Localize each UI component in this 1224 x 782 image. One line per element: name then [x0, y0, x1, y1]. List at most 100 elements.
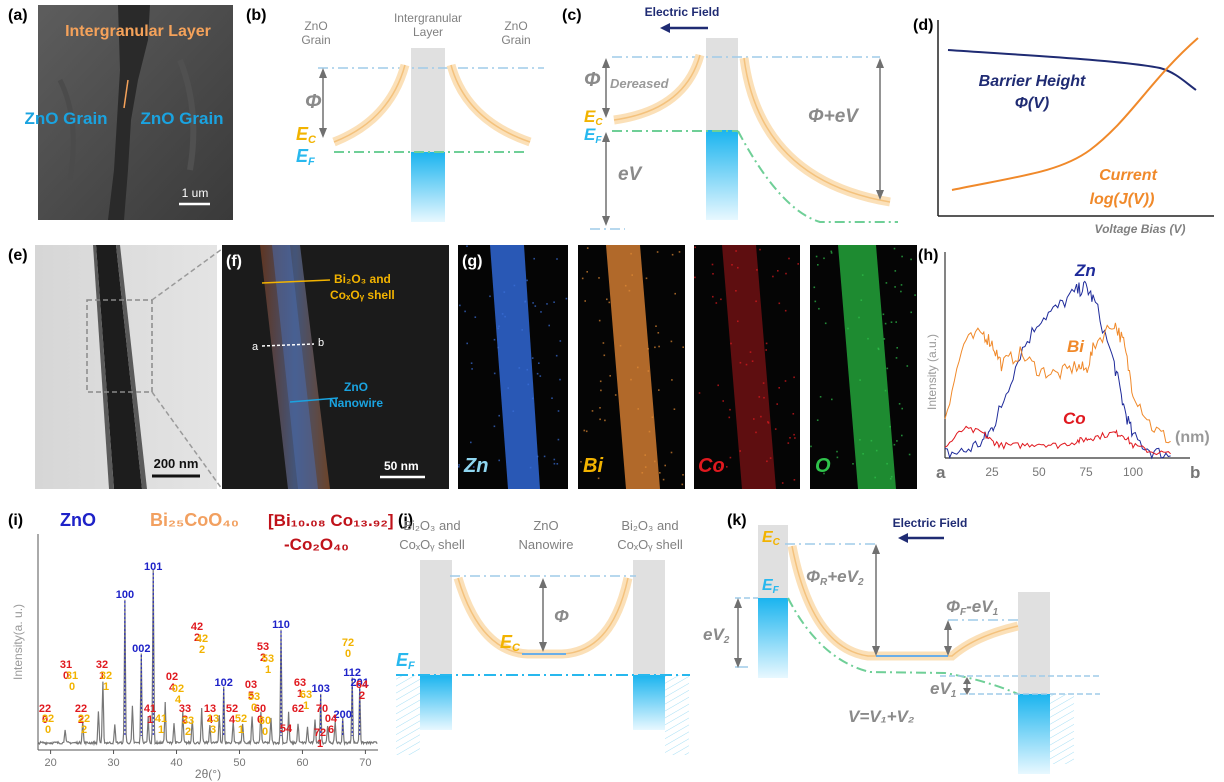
eds-noise-dot — [671, 379, 673, 381]
eds-noise-dot — [729, 456, 732, 459]
eds-noise-dot — [730, 342, 732, 345]
eds-noise-dot — [498, 459, 500, 462]
arrow-head-down — [944, 646, 952, 656]
eds-noise-dot — [553, 458, 556, 461]
eds-noise-dot — [599, 418, 601, 421]
ec-label: EC — [584, 107, 603, 128]
panel-a-label: (a) — [8, 7, 28, 24]
eds-noise-dot — [715, 302, 718, 304]
eds-noise-dot — [678, 251, 681, 253]
eds-noise-dot — [836, 450, 838, 453]
eds-noise-dot — [604, 419, 606, 422]
eds-noise-dot — [543, 455, 546, 458]
panel-e: (e) 200 nm — [8, 245, 223, 490]
eds-noise-dot — [817, 264, 819, 266]
filled-states — [706, 130, 738, 220]
eds-noise — [458, 245, 916, 486]
eds-noise-dot — [759, 248, 761, 251]
eds-noise-dot — [877, 347, 880, 350]
h-x-tick: 100 — [1123, 465, 1143, 479]
panel-c: (c) Electric Field Φ Dereased EC EF eV Φ… — [562, 5, 898, 230]
eds-noise-dot — [673, 408, 676, 410]
eds-noise-dot — [886, 367, 889, 370]
eds-noise-dot — [555, 354, 558, 357]
eds-noise-dot — [774, 428, 777, 430]
eds-noise-dot — [793, 479, 796, 481]
zno-peak-label: 100 — [116, 589, 134, 601]
zno-peak-label: 201 — [351, 677, 369, 689]
eds-noise-dot — [867, 337, 869, 340]
eds-noise-dot — [793, 376, 795, 379]
eds-noise-dot — [548, 324, 550, 327]
panel-a: (a) Intergranular Layer ZnO Grain ZnO Gr… — [8, 5, 233, 220]
zoom-line-top — [151, 248, 223, 301]
phif-label: ΦF-eV1 — [946, 597, 999, 618]
eds-noise-dot — [749, 351, 752, 353]
eds-noise-dot — [536, 372, 539, 375]
eds-noise-dot — [614, 394, 617, 396]
current-symbol: log(J(V)) — [1090, 191, 1155, 208]
eds-noise-dot — [662, 478, 665, 481]
eds-noise-dot — [670, 451, 673, 454]
h-series-co — [944, 425, 1171, 456]
band-right — [446, 63, 532, 147]
eds-noise-dot — [583, 429, 586, 432]
eds-noise-dot — [472, 466, 475, 468]
h-x-tick: 25 — [985, 465, 999, 479]
eds-noise-dot — [900, 284, 903, 286]
eds-noise-dot — [717, 384, 719, 387]
eds-noise-dot — [645, 277, 648, 280]
eds-noise-dot — [644, 454, 646, 456]
eds-noise-dot — [459, 304, 461, 307]
eds-noise-dot — [591, 410, 594, 412]
scale-bar-label: 50 nm — [384, 459, 419, 473]
eds-noise-dot — [793, 433, 795, 436]
eds-noise-dot — [471, 368, 473, 370]
eds-noise-dot — [619, 344, 622, 347]
eds-noise-dot — [526, 279, 528, 282]
arrow-head-up — [602, 132, 610, 142]
eds-noise-dot — [556, 258, 558, 260]
eds-noise-dot — [729, 408, 731, 411]
ef-label: EF — [296, 146, 315, 168]
eds-noise-dot — [735, 290, 737, 292]
zno-peak-label: 103 — [312, 683, 330, 695]
nanowire-label-2: Nanowire — [519, 537, 574, 552]
conduction-band-core — [791, 545, 1019, 657]
eds-noise-dot — [599, 407, 601, 409]
eds-noise-dot — [644, 466, 647, 468]
eds-noise-dot — [893, 443, 896, 446]
phi-symbol: Φ — [305, 91, 322, 113]
o-map-label: O — [815, 455, 831, 477]
voltage-bias-label: Voltage Bias (V) — [1095, 222, 1186, 236]
eds-noise-dot — [631, 274, 633, 276]
nanowire-label-1: ZnO — [344, 380, 368, 394]
panel-d-label: (d) — [913, 17, 933, 34]
eds-noise-dot — [823, 472, 825, 475]
o-signal — [838, 245, 896, 489]
eds-noise-dot — [712, 273, 714, 275]
eds-noise-dot — [900, 290, 902, 293]
eds-noise-dot — [654, 460, 656, 463]
phi-symbol: Φ — [584, 69, 601, 91]
eds-noise-dot — [813, 286, 816, 289]
electric-field-label: Electric Field — [893, 516, 968, 530]
zno-grain-left: ZnO Grain — [24, 109, 107, 128]
eds-noise-dot — [785, 272, 787, 275]
band-left — [332, 63, 410, 147]
phi-symbol: Φ — [554, 606, 569, 626]
decreased-text: Dereased — [610, 76, 670, 91]
eds-noise-dot — [735, 250, 737, 252]
